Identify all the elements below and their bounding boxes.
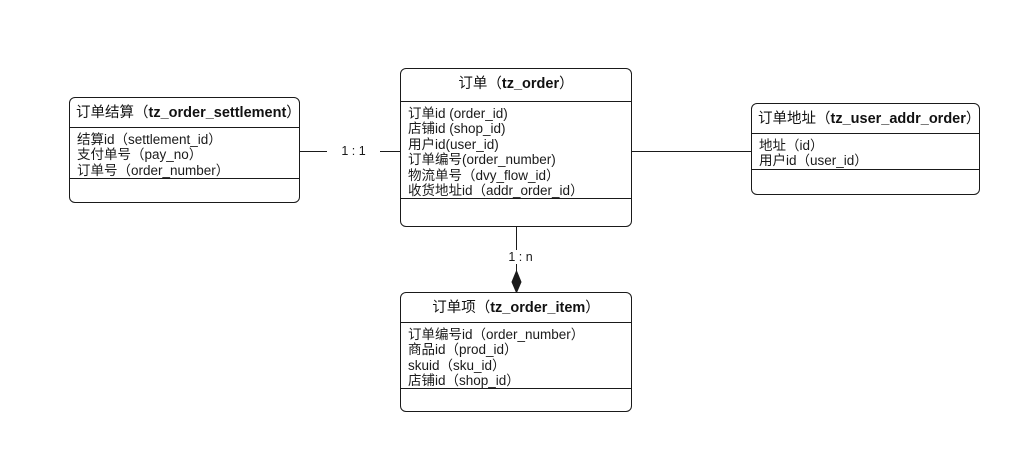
- entity-name-cn: 订单结算（: [76, 105, 149, 121]
- entity-attributes-tz-order-item: 订单编号id（order_number） 商品id（prod_id） skuid…: [401, 323, 631, 389]
- entity-name-cn: 订单项（: [432, 300, 491, 316]
- attribute-row: 订单id (order_id): [408, 106, 508, 121]
- connector-order-address: [632, 151, 751, 152]
- entity-title-tz-order-item: 订单项（tz_order_item）: [401, 293, 631, 323]
- entity-name-cn: 订单地址（: [758, 111, 831, 127]
- entity-title-tz-order-settlement: 订单结算（tz_order_settlement）: [70, 98, 301, 128]
- entity-name-close: ）: [286, 105, 301, 121]
- entity-name-close: ）: [965, 111, 981, 127]
- attribute-row: 用户id(user_id): [408, 136, 499, 152]
- entity-table-name: tz_order: [501, 76, 560, 92]
- attribute-row: 用户id（user_id）: [759, 153, 868, 169]
- entity-name-cn: 订单（: [458, 76, 502, 92]
- relationship-label-settlement-order: 1 : 1: [327, 144, 380, 158]
- relationship-label-order-orderitem: 1 : n: [494, 250, 547, 264]
- attribute-row: 店铺id (shop_id): [408, 121, 506, 137]
- entity-table-name: tz_user_addr_order: [830, 111, 966, 127]
- entity-name-close: ）: [559, 76, 574, 92]
- attribute-row: 物流单号（dvy_flow_id）: [408, 167, 560, 183]
- entity-tz-order-settlement[interactable]: 订单结算（tz_order_settlement） 结算id（settlemen…: [69, 97, 301, 203]
- attribute-row: skuid（sku_id）: [408, 357, 506, 373]
- entity-tz-order-item[interactable]: 订单项（tz_order_item） 订单编号id（order_number） …: [400, 292, 632, 412]
- attribute-row: 地址（id）: [759, 138, 824, 153]
- attribute-row: 订单编号id（order_number）: [408, 327, 585, 342]
- entity-attributes-tz-user-addr-order: 地址（id） 用户id（user_id）: [752, 134, 979, 170]
- entity-title-tz-order: 订单（tz_order）: [401, 69, 631, 102]
- attribute-row: 订单号（order_number）: [77, 162, 230, 178]
- entity-attributes-tz-order-settlement: 结算id（settlement_id） 支付单号（pay_no） 订单号（ord…: [70, 128, 299, 179]
- attribute-row: 支付单号（pay_no）: [77, 147, 203, 163]
- attribute-row: 订单编号(order_number): [408, 152, 556, 168]
- attribute-row: 店铺id（shop_id）: [408, 373, 520, 389]
- entity-tz-order[interactable]: 订单（tz_order） 订单id (order_id) 店铺id (shop_…: [400, 68, 632, 227]
- attribute-row: 收货地址id（addr_order_id）: [408, 183, 584, 199]
- entity-name-close: ）: [585, 300, 600, 316]
- composition-diamond-icon: [511, 271, 522, 293]
- attribute-row: 商品id（prod_id）: [408, 342, 518, 358]
- attribute-row: 结算id（settlement_id）: [77, 132, 222, 147]
- entity-tz-user-addr-order[interactable]: 订单地址（tz_user_addr_order） 地址（id） 用户id（use…: [751, 103, 980, 195]
- entity-table-name: tz_order_item: [490, 300, 586, 316]
- entity-attributes-tz-order: 订单id (order_id) 店铺id (shop_id) 用户id(user…: [401, 102, 631, 199]
- entity-title-tz-user-addr-order: 订单地址（tz_user_addr_order）: [752, 104, 981, 134]
- entity-table-name: tz_order_settlement: [148, 105, 287, 121]
